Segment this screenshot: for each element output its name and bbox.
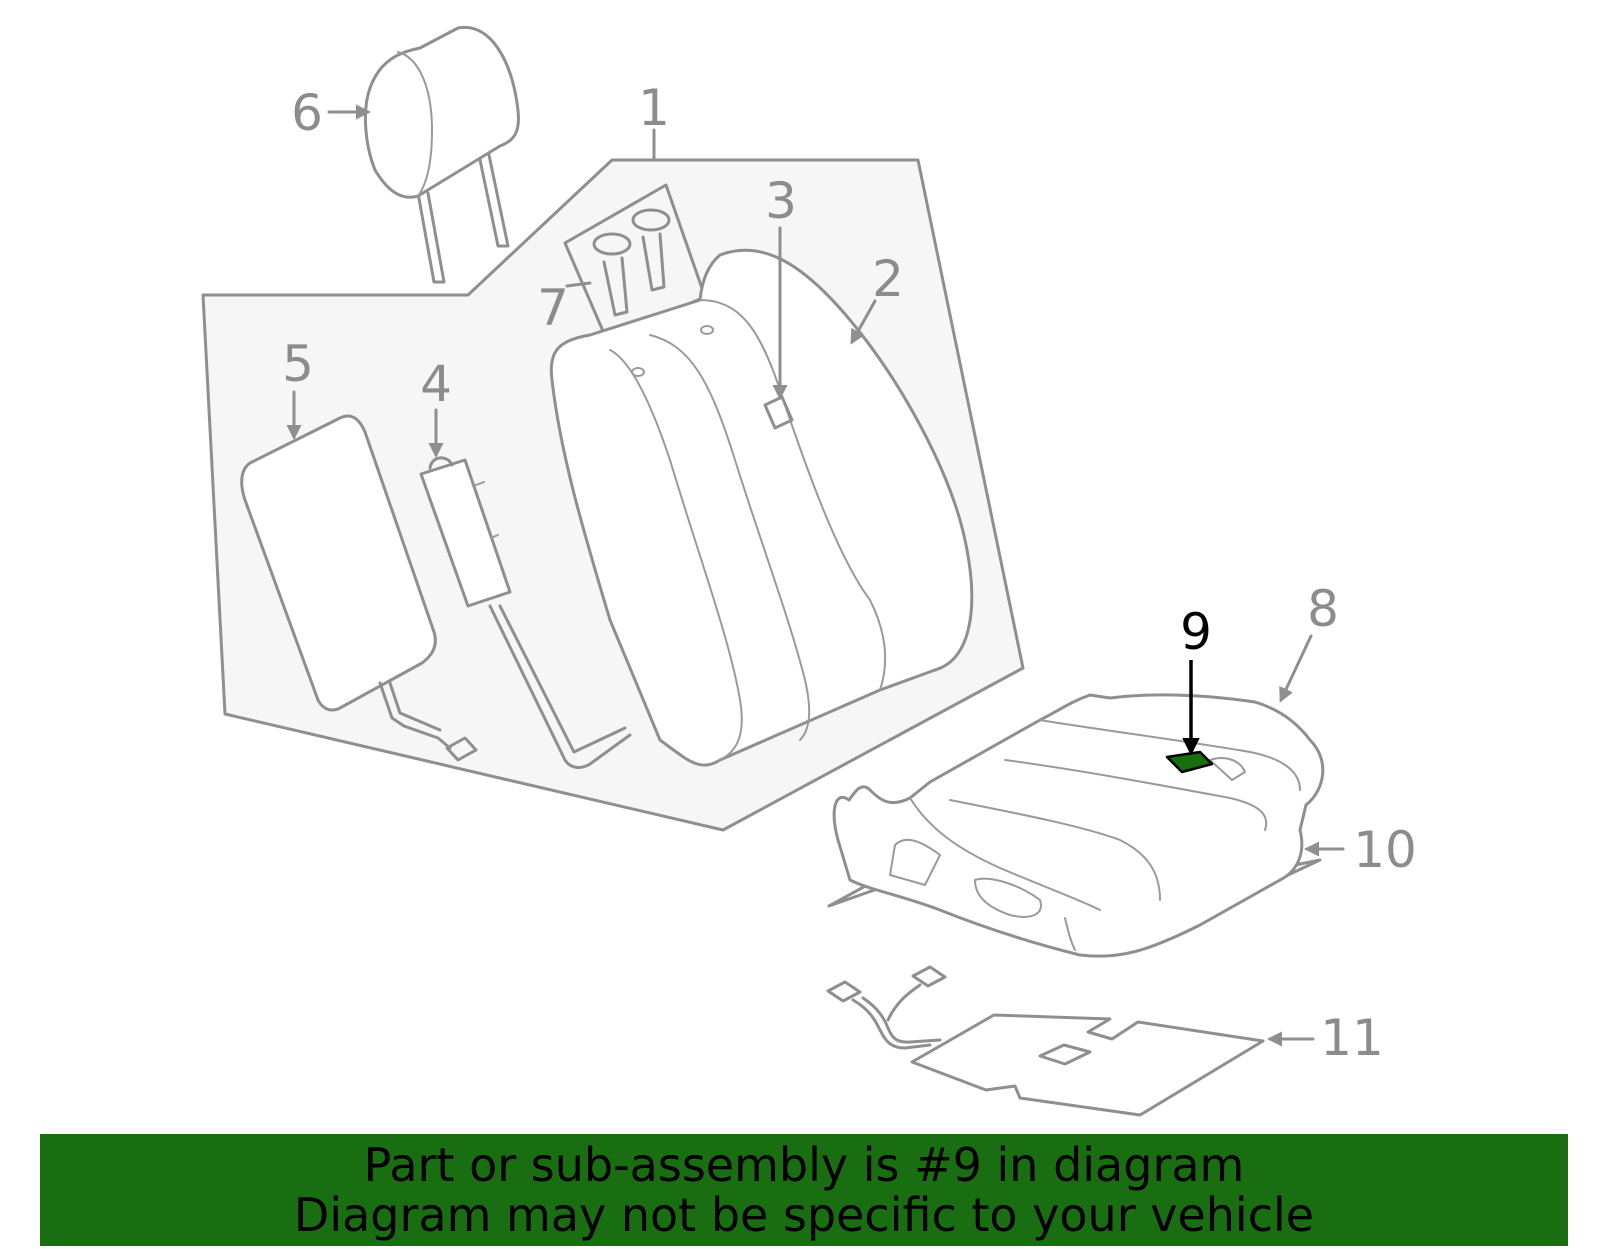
leader-lines	[286, 104, 1345, 1047]
callout-6: 6	[291, 84, 323, 142]
headrest	[363, 25, 520, 284]
callout-1: 1	[638, 79, 670, 137]
callout-3: 3	[765, 172, 797, 230]
seat-heater-mat	[826, 965, 1265, 1117]
callout-5: 5	[282, 335, 314, 393]
callout-10: 10	[1353, 821, 1417, 879]
callout-8: 8	[1307, 580, 1339, 638]
info-banner: Part or sub-assembly is #9 in diagram Di…	[40, 1134, 1568, 1246]
banner-line-2: Diagram may not be specific to your vehi…	[293, 1188, 1315, 1242]
callout-2: 2	[872, 250, 904, 308]
side-airbag-module	[419, 456, 632, 769]
callout-11: 11	[1320, 1009, 1384, 1067]
callout-7: 7	[537, 279, 569, 337]
callout-9: 9	[1180, 603, 1212, 661]
callout-4: 4	[420, 355, 452, 413]
banner-line-1: Part or sub-assembly is #9 in diagram	[363, 1138, 1245, 1192]
seat-back-panel	[240, 414, 478, 762]
